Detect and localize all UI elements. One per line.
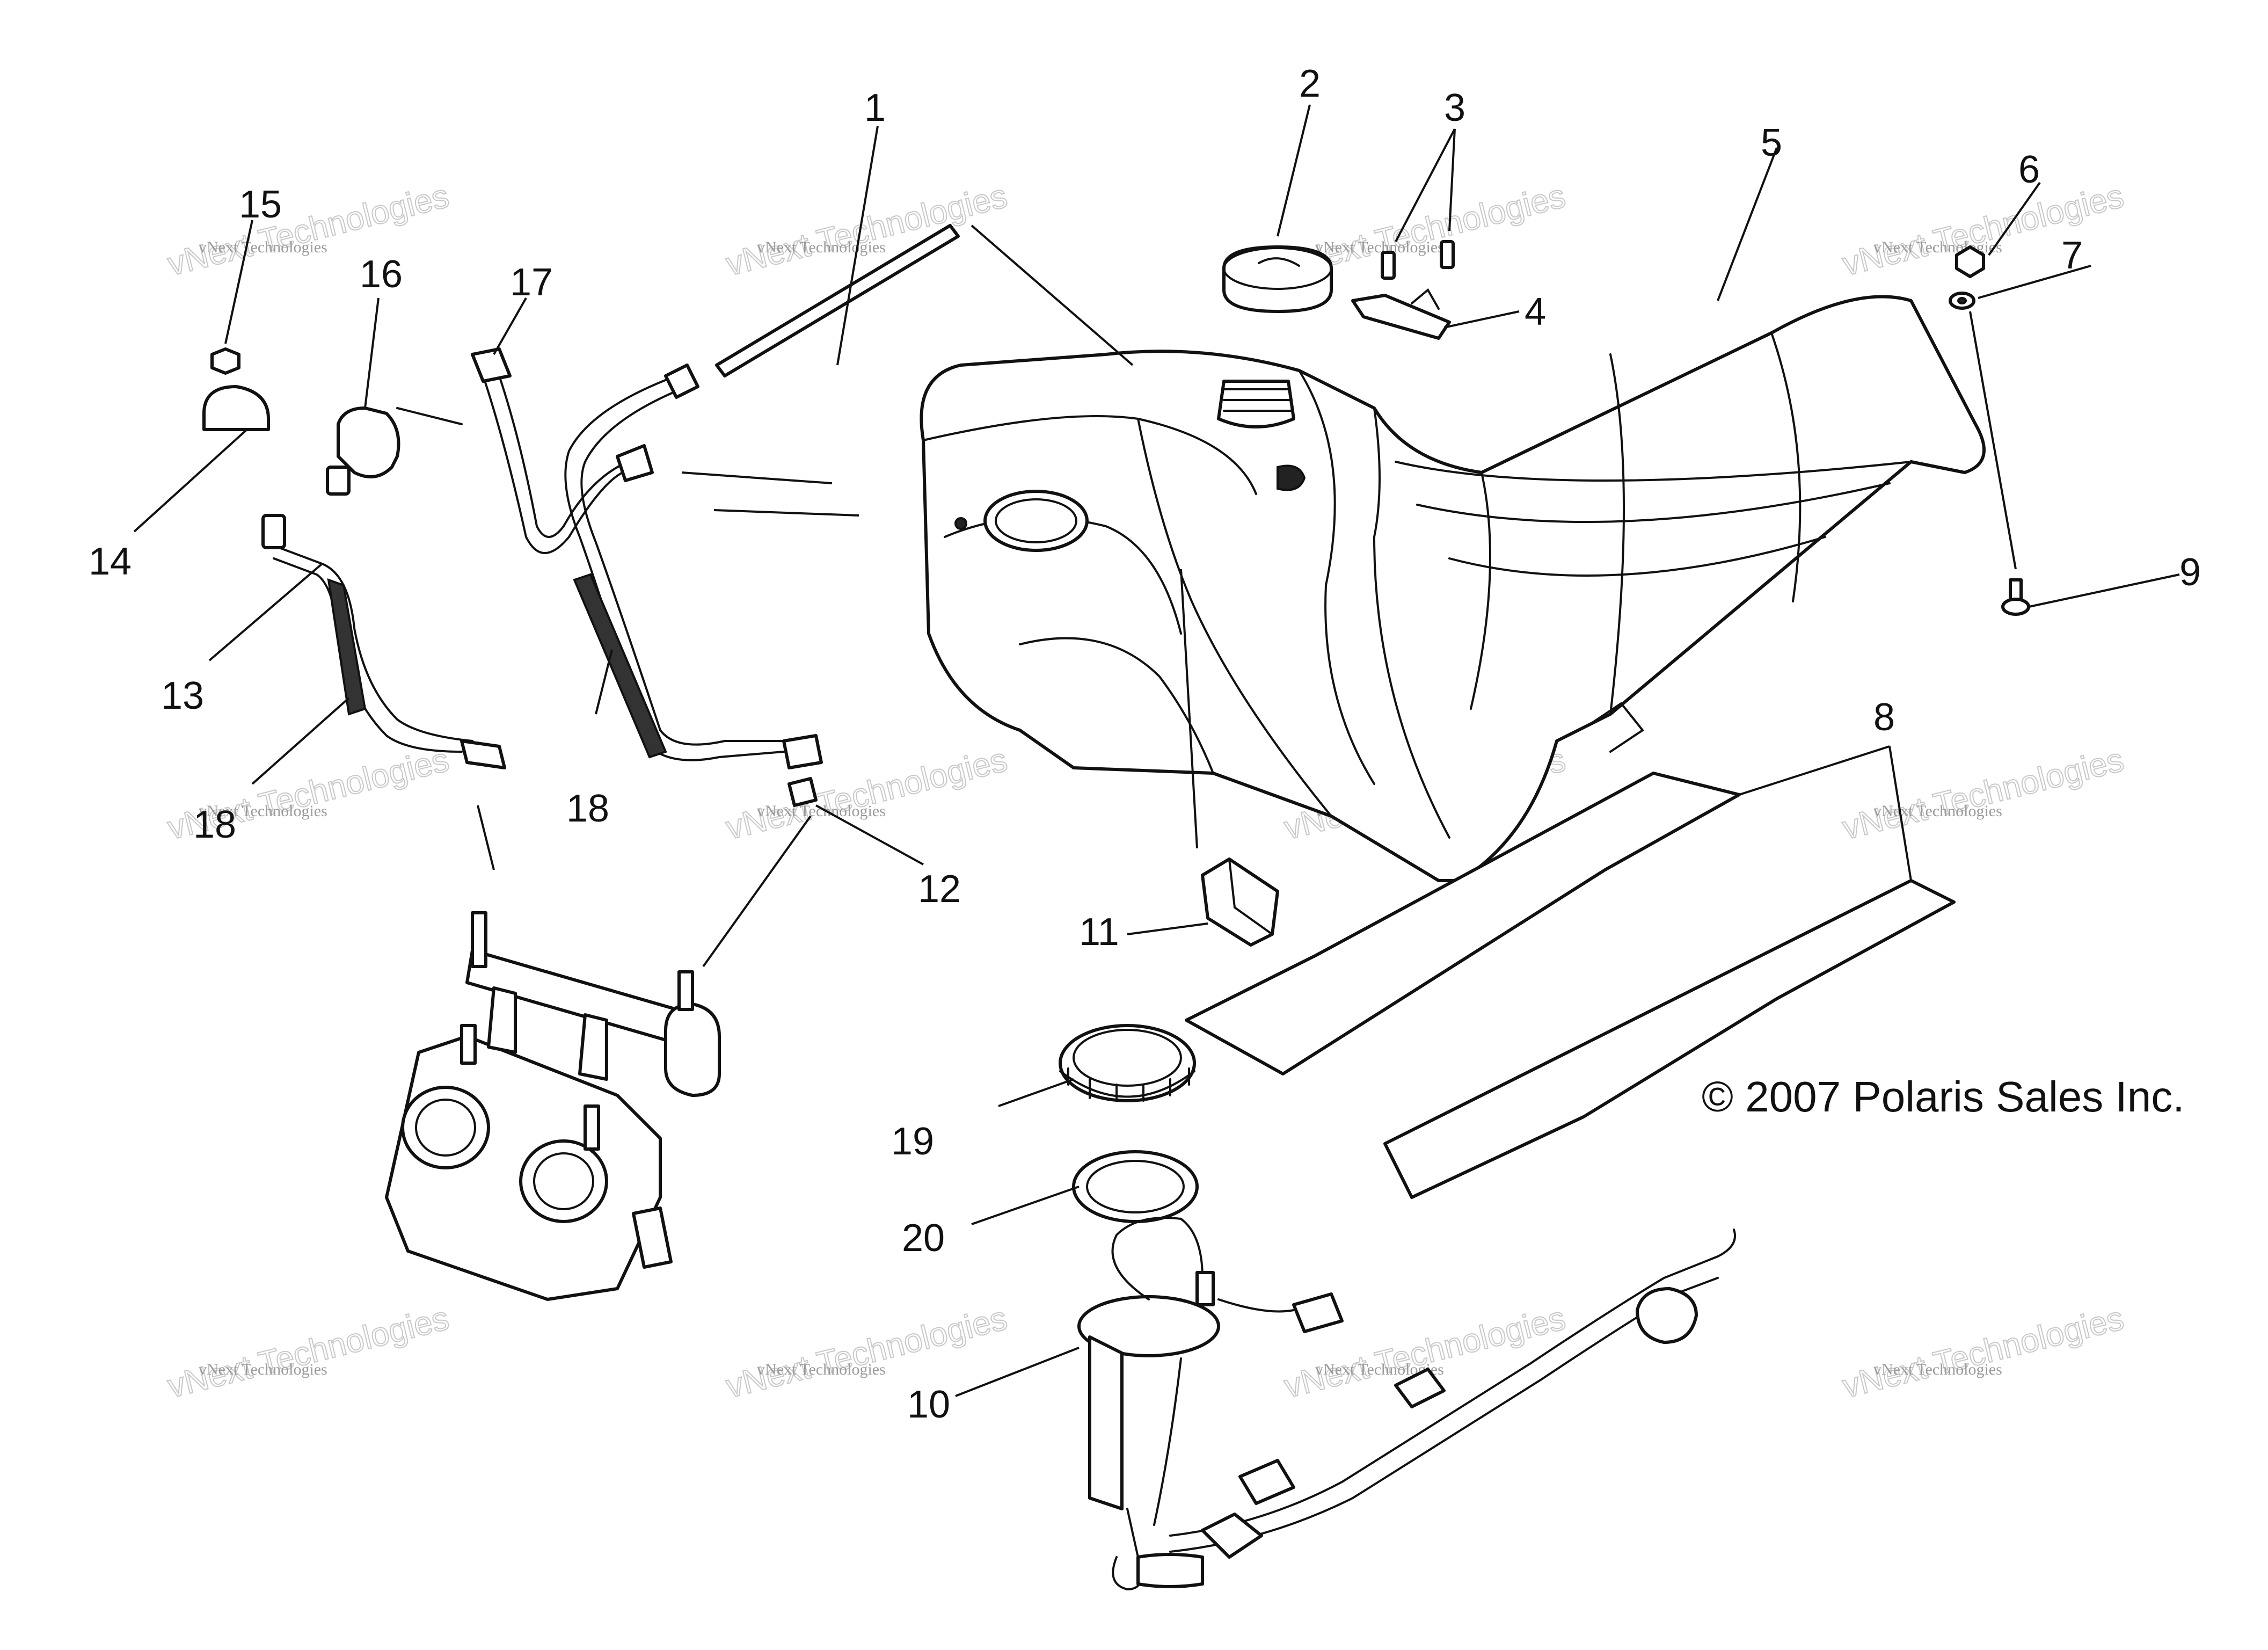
screws: [1381, 240, 1455, 280]
fuel-pump-assembly: [1077, 1217, 1736, 1591]
callout-3: 3: [1444, 86, 1465, 129]
hose-17: [471, 347, 654, 554]
callout-18b: 18: [566, 787, 609, 830]
watermark-small: vNext Technologies: [757, 1361, 886, 1378]
watermark-large: vNext Technologies: [164, 177, 453, 283]
watermark-large: vNext Technologies: [1839, 741, 2127, 847]
callout-13: 13: [161, 674, 204, 717]
watermark-large: vNext Technologies: [723, 1299, 1011, 1405]
fuel-cap: [1222, 245, 1333, 313]
copyright-text: © 2007 Polaris Sales Inc.: [1702, 1073, 2184, 1121]
watermark: vNext Technologies vNext Technologies: [164, 177, 453, 284]
callouts: 1 2 3 4 5 6 7 8 9 10 11 12 13 14 15 16 1…: [89, 62, 2201, 1426]
washer: [1949, 292, 1975, 310]
callout-9: 9: [2179, 551, 2201, 594]
callout-11: 11: [1079, 911, 1119, 954]
seal: [1072, 1150, 1199, 1223]
watermark-small: vNext Technologies: [1873, 802, 2002, 820]
callout-7: 7: [2061, 234, 2083, 277]
watermark: vNext Technologies vNext Technologies: [164, 1299, 453, 1406]
callout-4: 4: [1525, 290, 1546, 333]
watermark-large: vNext Technologies: [723, 741, 1011, 847]
throttle-body: [385, 1024, 673, 1301]
foam-block: [1201, 857, 1279, 947]
callout-15: 15: [239, 183, 282, 226]
watermark-small: vNext Technologies: [757, 802, 886, 820]
fuel-tank: [920, 295, 1986, 882]
leader-lines: [133, 104, 2180, 1397]
bolt: [2001, 578, 2030, 616]
watermark-small: vNext Technologies: [1315, 238, 1444, 256]
watermark-small: vNext Technologies: [1873, 1361, 2002, 1378]
watermark: vNext Technologies vNext Technologies: [1839, 1299, 2128, 1406]
lock-ring: [1059, 1024, 1196, 1102]
callout-18a: 18: [193, 803, 236, 846]
hose-13: [261, 514, 506, 769]
callout-17: 17: [510, 261, 553, 304]
watermark-small: vNext Technologies: [199, 1361, 327, 1378]
nut: [1955, 245, 1985, 278]
callout-16: 16: [360, 253, 403, 296]
clamp: [202, 385, 270, 431]
watermark-small: vNext Technologies: [199, 238, 327, 256]
watermark: vNext Technologies vNext Technologies: [722, 740, 1011, 847]
callout-10: 10: [907, 1383, 950, 1426]
clip: [787, 777, 818, 807]
hose-18: [564, 364, 823, 769]
callout-1: 1: [864, 86, 886, 129]
callout-12: 12: [918, 868, 961, 911]
tank-pads: [1185, 772, 1956, 1199]
vent-tube: [715, 224, 960, 377]
bracket: [1351, 288, 1451, 340]
watermark-large: vNext Technologies: [164, 1299, 453, 1405]
callout-20: 20: [902, 1217, 945, 1260]
callout-19: 19: [891, 1120, 934, 1163]
watermark: vNext Technologies vNext Technologies: [1839, 740, 2128, 847]
callout-5: 5: [1761, 121, 1782, 164]
fuel-rail: [465, 911, 721, 1097]
watermark: vNext Technologies vNext Technologies: [722, 1299, 1011, 1406]
screw-15: [210, 347, 240, 375]
callout-14: 14: [89, 540, 132, 583]
callout-6: 6: [2018, 148, 2040, 191]
fuel-filter: [326, 406, 463, 496]
callout-8: 8: [1873, 696, 1895, 739]
watermark-large: vNext Technologies: [1839, 1299, 2127, 1405]
watermark-small: vNext Technologies: [199, 802, 327, 820]
callout-2: 2: [1299, 62, 1321, 105]
watermark-small: vNext Technologies: [757, 238, 886, 256]
